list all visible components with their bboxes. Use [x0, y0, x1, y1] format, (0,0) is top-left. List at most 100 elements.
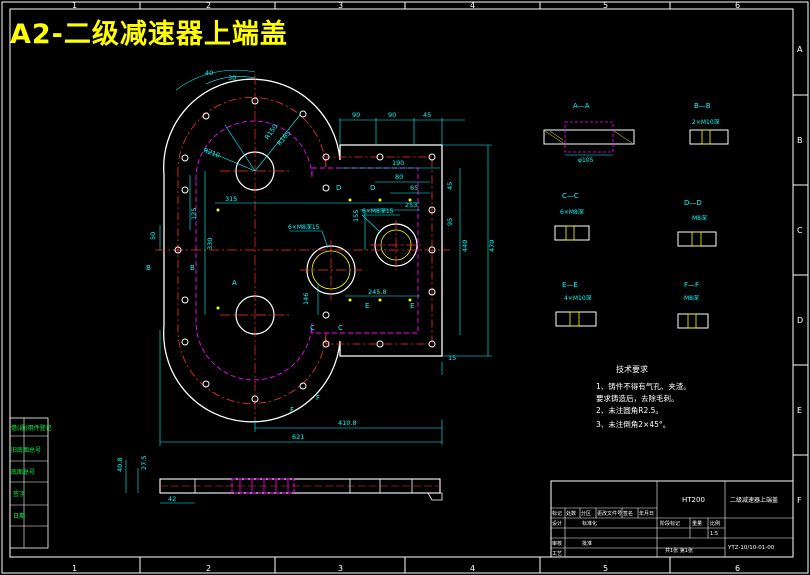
center-lines — [155, 75, 450, 420]
section-mark-f2: F — [316, 394, 320, 402]
dim-80: 80 — [395, 173, 403, 181]
dim-15: 15 — [448, 354, 456, 362]
dim-190: 190 — [392, 159, 404, 167]
grid-labels: 1 2 3 4 5 6 1 2 3 4 5 6 A B C D E F — [72, 1, 803, 573]
hole-note-1: 6×M8深15 — [288, 223, 320, 231]
tb-sheet: 共1张 第1张 — [665, 547, 693, 554]
stamp-label: 底图总号 — [11, 468, 35, 476]
side-dim-42: 42 — [168, 495, 176, 503]
dim-621: 621 — [292, 433, 304, 441]
drawing-title: A2-二级减速器上端盖 — [10, 19, 288, 50]
col-label: 6 — [735, 564, 740, 573]
dim-125: 125 — [190, 208, 198, 220]
dim-angle-b: 30 — [228, 74, 236, 82]
tb-code: YTZ-10/10-01-00 — [727, 545, 775, 551]
tb-scale: 1:5 — [710, 531, 718, 537]
dimension-lines — [159, 69, 492, 446]
tb-header: 签名 — [623, 510, 633, 517]
col-label: 4 — [470, 564, 475, 573]
col-label: 6 — [735, 1, 740, 10]
section-mark-d: D — [336, 184, 341, 192]
tech-item: 3、未注倒角2×45°。 — [596, 419, 670, 429]
col-label: 1 — [72, 564, 77, 573]
small-holes — [216, 198, 412, 310]
dim-45: 45 — [446, 182, 454, 190]
section-view-aa: A—A φ105 — [543, 102, 635, 164]
dim-440: 440 — [461, 240, 469, 252]
section-mark-b: B — [146, 264, 151, 272]
grid-ticks — [139, 2, 808, 573]
section-marks: A B B C C D D E E F F — [146, 184, 414, 414]
dim-top-45: 45 — [423, 111, 431, 119]
row-label: E — [797, 406, 802, 415]
section-dd-label: D—D — [684, 199, 702, 207]
side-dim-40: 40.8 — [116, 458, 124, 472]
stamp-label: 借(通)用件登记 — [11, 424, 52, 432]
col-label: 5 — [603, 1, 608, 10]
dimension-texts: 40 30 R150 R165 R210 90 90 45 190 80 65 … — [149, 69, 496, 441]
dim-top-90a: 90 — [352, 111, 360, 119]
title-block: 标记 处数 分区 更改文件号 签名 年月日 设计 审核 工艺 标准化 阶段标记 … — [550, 480, 794, 558]
row-label: B — [797, 136, 803, 145]
col-label: 4 — [470, 1, 475, 10]
section-ee-label: E—E — [562, 281, 578, 289]
tb-header: 更改文件号 — [597, 510, 622, 517]
tb-field: 阶段标记 — [660, 520, 680, 527]
tb-field: 比例 — [710, 520, 720, 527]
section-ff-label: F—F — [684, 281, 699, 289]
dim-r165: R165 — [275, 129, 292, 147]
section-mark-c2: C — [338, 324, 343, 332]
tb-header: 分区 — [581, 510, 591, 517]
bolt-holes — [174, 97, 436, 403]
tb-material: HT200 — [682, 496, 705, 504]
inner-hidden-contour — [195, 120, 419, 381]
col-label: 2 — [206, 564, 211, 573]
section-dd-dim: M8深 — [692, 214, 707, 222]
section-mark-b2: B — [190, 264, 195, 272]
section-view-cc: C—C 6×M8深 — [554, 192, 590, 241]
section-bb-dim: 2×M10深 — [692, 118, 720, 126]
dim-155: 155 — [352, 210, 360, 222]
row-label: A — [797, 45, 803, 54]
section-mark-d2: D — [370, 184, 375, 192]
section-view-ee: E—E 4×M10深 — [555, 281, 597, 327]
dim-146: 146 — [302, 293, 310, 305]
hole-note-2: 6×M8深15 — [362, 207, 394, 215]
bolt-center-line — [177, 97, 433, 404]
section-mark-c: C — [310, 324, 315, 332]
col-label: 3 — [338, 1, 343, 10]
section-view-dd: D—D M8深 — [677, 199, 717, 247]
tech-item: 1、铸件不得有气孔、夹渣。 — [596, 381, 691, 391]
dim-245: 245.8 — [368, 288, 387, 296]
tb-part-name: 二级减速器上端盖 — [730, 496, 778, 504]
dim-410: 410.8 — [338, 419, 357, 427]
row-label: D — [797, 316, 803, 325]
side-dim-27: 27.5 — [140, 456, 148, 470]
section-view-bb: B—B 2×M10深 — [689, 102, 729, 145]
section-view-ff: F—F M8深 — [677, 281, 709, 329]
tb-header: 年月日 — [639, 510, 654, 517]
section-aa-label: A—A — [573, 102, 590, 110]
stamp-label: 日期 — [13, 512, 25, 520]
main-view: 40 30 R150 R165 R210 90 90 45 190 80 65 … — [146, 69, 496, 446]
tb-field: 标准化 — [582, 520, 597, 527]
section-aa-dim: φ105 — [578, 157, 594, 164]
section-ff-dim: M8深 — [684, 294, 699, 302]
tb-role: 工艺 — [552, 551, 562, 557]
dim-50: 50 — [149, 232, 157, 240]
tb-header: 处数 — [566, 510, 576, 517]
dim-330: 330 — [206, 238, 214, 250]
section-bb-label: B—B — [694, 102, 711, 110]
section-ee-dim: 4×M10深 — [564, 294, 592, 302]
dim-angle-a: 40 — [205, 69, 213, 77]
section-mark-e2: E — [410, 302, 414, 310]
tech-item: 要求铸造后，去除毛刺。 — [596, 393, 679, 403]
stamp-label: 签字 — [13, 490, 25, 498]
tb-role: 审核 — [552, 540, 562, 547]
section-cc-label: C—C — [562, 192, 579, 200]
dim-top-90b: 90 — [388, 111, 396, 119]
dim-315: 315 — [225, 195, 237, 203]
section-mark-e: E — [365, 302, 369, 310]
tech-item: 2、未注圆角R2.5。 — [596, 405, 663, 415]
row-label: C — [797, 226, 803, 235]
